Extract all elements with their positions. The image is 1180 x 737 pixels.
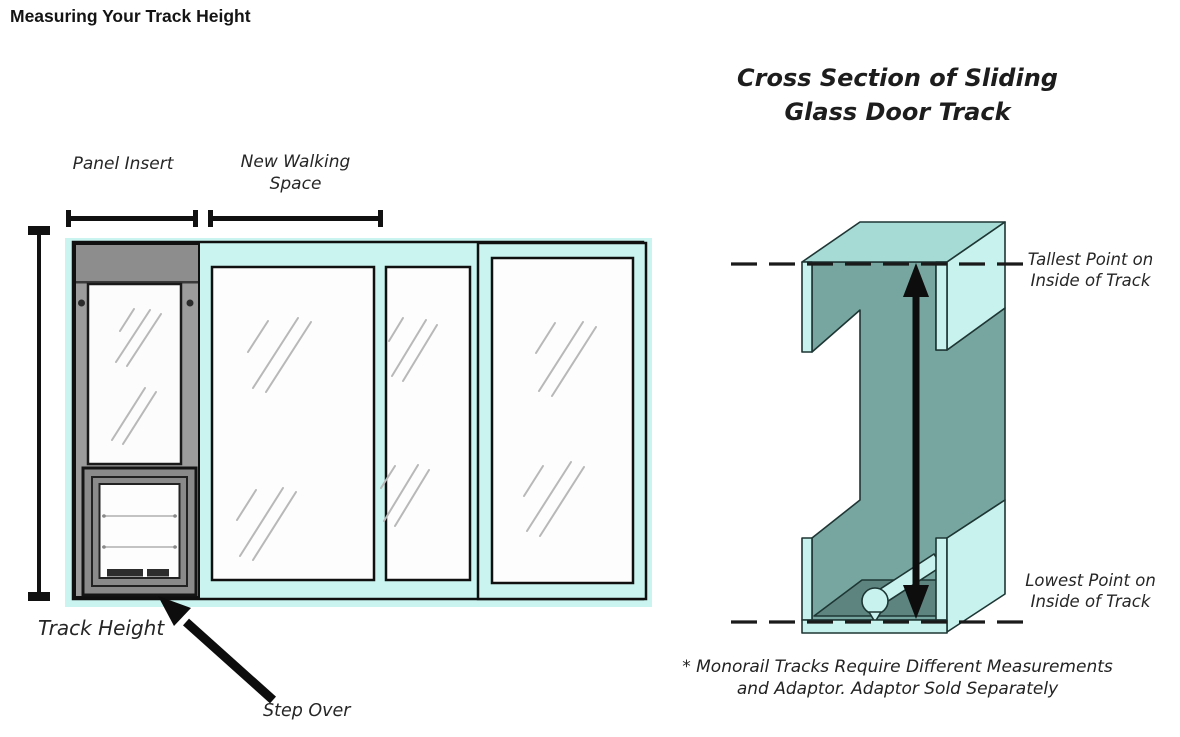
sliding-door-diagram (28, 210, 652, 704)
dim-cap-bottom (28, 592, 50, 601)
track-lip (801, 261, 813, 353)
step-over-arrow-icon (158, 596, 277, 704)
lowest-point-label: Lowest Point on Inside of Track (1008, 570, 1173, 613)
footnote-line2: and Adaptor. Adaptor Sold Separately (736, 679, 1059, 700)
cross-section-title-line2: Glass Door Track (784, 97, 1011, 126)
flap-seam-lines (102, 515, 177, 548)
flap-seam-dots (102, 514, 177, 549)
sliding-panel-glass (490, 256, 635, 585)
panel-header-line (76, 281, 198, 284)
pet-door-graphic (81, 466, 198, 597)
walking-space-dimension-bracket (208, 210, 383, 227)
bracket-tick (378, 210, 383, 227)
glass-reflection-lines (236, 317, 312, 561)
panel-window-glass (86, 282, 183, 466)
monorail-footnote: * Monorail Tracks Require Different Meas… (650, 656, 1145, 700)
track-bottom-right-face (946, 499, 1006, 633)
glass-reflection-lines (523, 321, 597, 537)
walking-space-line1: New Walking (240, 152, 351, 172)
panel-insert-graphic (74, 243, 200, 598)
panel-insert-header (76, 245, 198, 283)
cross-section-diagram (731, 221, 1028, 634)
tallest-point-line1: Tallest Point on (1027, 250, 1154, 269)
lowest-point-line1: Lowest Point on (1025, 571, 1156, 590)
page-title: Measuring Your Track Height (10, 6, 251, 26)
pet-door-inner-frame (91, 476, 188, 587)
walking-space-line2: Space (269, 174, 322, 195)
bracket-line (66, 216, 198, 221)
dim-line-vertical (37, 232, 41, 594)
panel-insert-dimension-bracket (66, 210, 198, 227)
glass-reflection-lines (111, 308, 162, 445)
panel-screw-left (78, 299, 85, 307)
cross-section-title: Cross Section of Sliding Glass Door Trac… (695, 62, 1100, 129)
bracket-tick (193, 210, 198, 227)
glass-pane-1 (210, 265, 376, 582)
track-lip (935, 537, 948, 621)
measurement-arrow-icon (903, 263, 929, 619)
sliding-door-panel (476, 241, 648, 601)
tallest-point-label: Tallest Point on Inside of Track (1008, 249, 1173, 292)
track-bottom-front-face (801, 619, 948, 634)
track-lip (935, 261, 948, 351)
track-lip (801, 537, 813, 621)
footnote-line1: * Monorail Tracks Require Different Meas… (682, 657, 1113, 677)
pet-door-threshold (107, 569, 143, 577)
pet-door-flap (98, 483, 181, 579)
dim-cap-top (28, 226, 50, 235)
cross-section-title-line1: Cross Section of Sliding (737, 64, 1058, 92)
track-height-label: Track Height (38, 616, 165, 640)
step-over-label: Step Over (263, 701, 351, 721)
glass-reflection-lines (380, 317, 438, 527)
walking-space-label: New Walking Space (213, 151, 378, 195)
lowest-point-line2: Inside of Track (1030, 592, 1151, 612)
bracket-line (208, 216, 383, 221)
panel-insert-label: Panel Insert (72, 154, 174, 174)
glass-pane-2 (384, 265, 472, 582)
panel-screw-right (186, 299, 194, 307)
track-height-dimension-line (28, 226, 50, 601)
pet-door-threshold (147, 569, 169, 577)
tallest-point-line2: Inside of Track (1030, 271, 1151, 291)
